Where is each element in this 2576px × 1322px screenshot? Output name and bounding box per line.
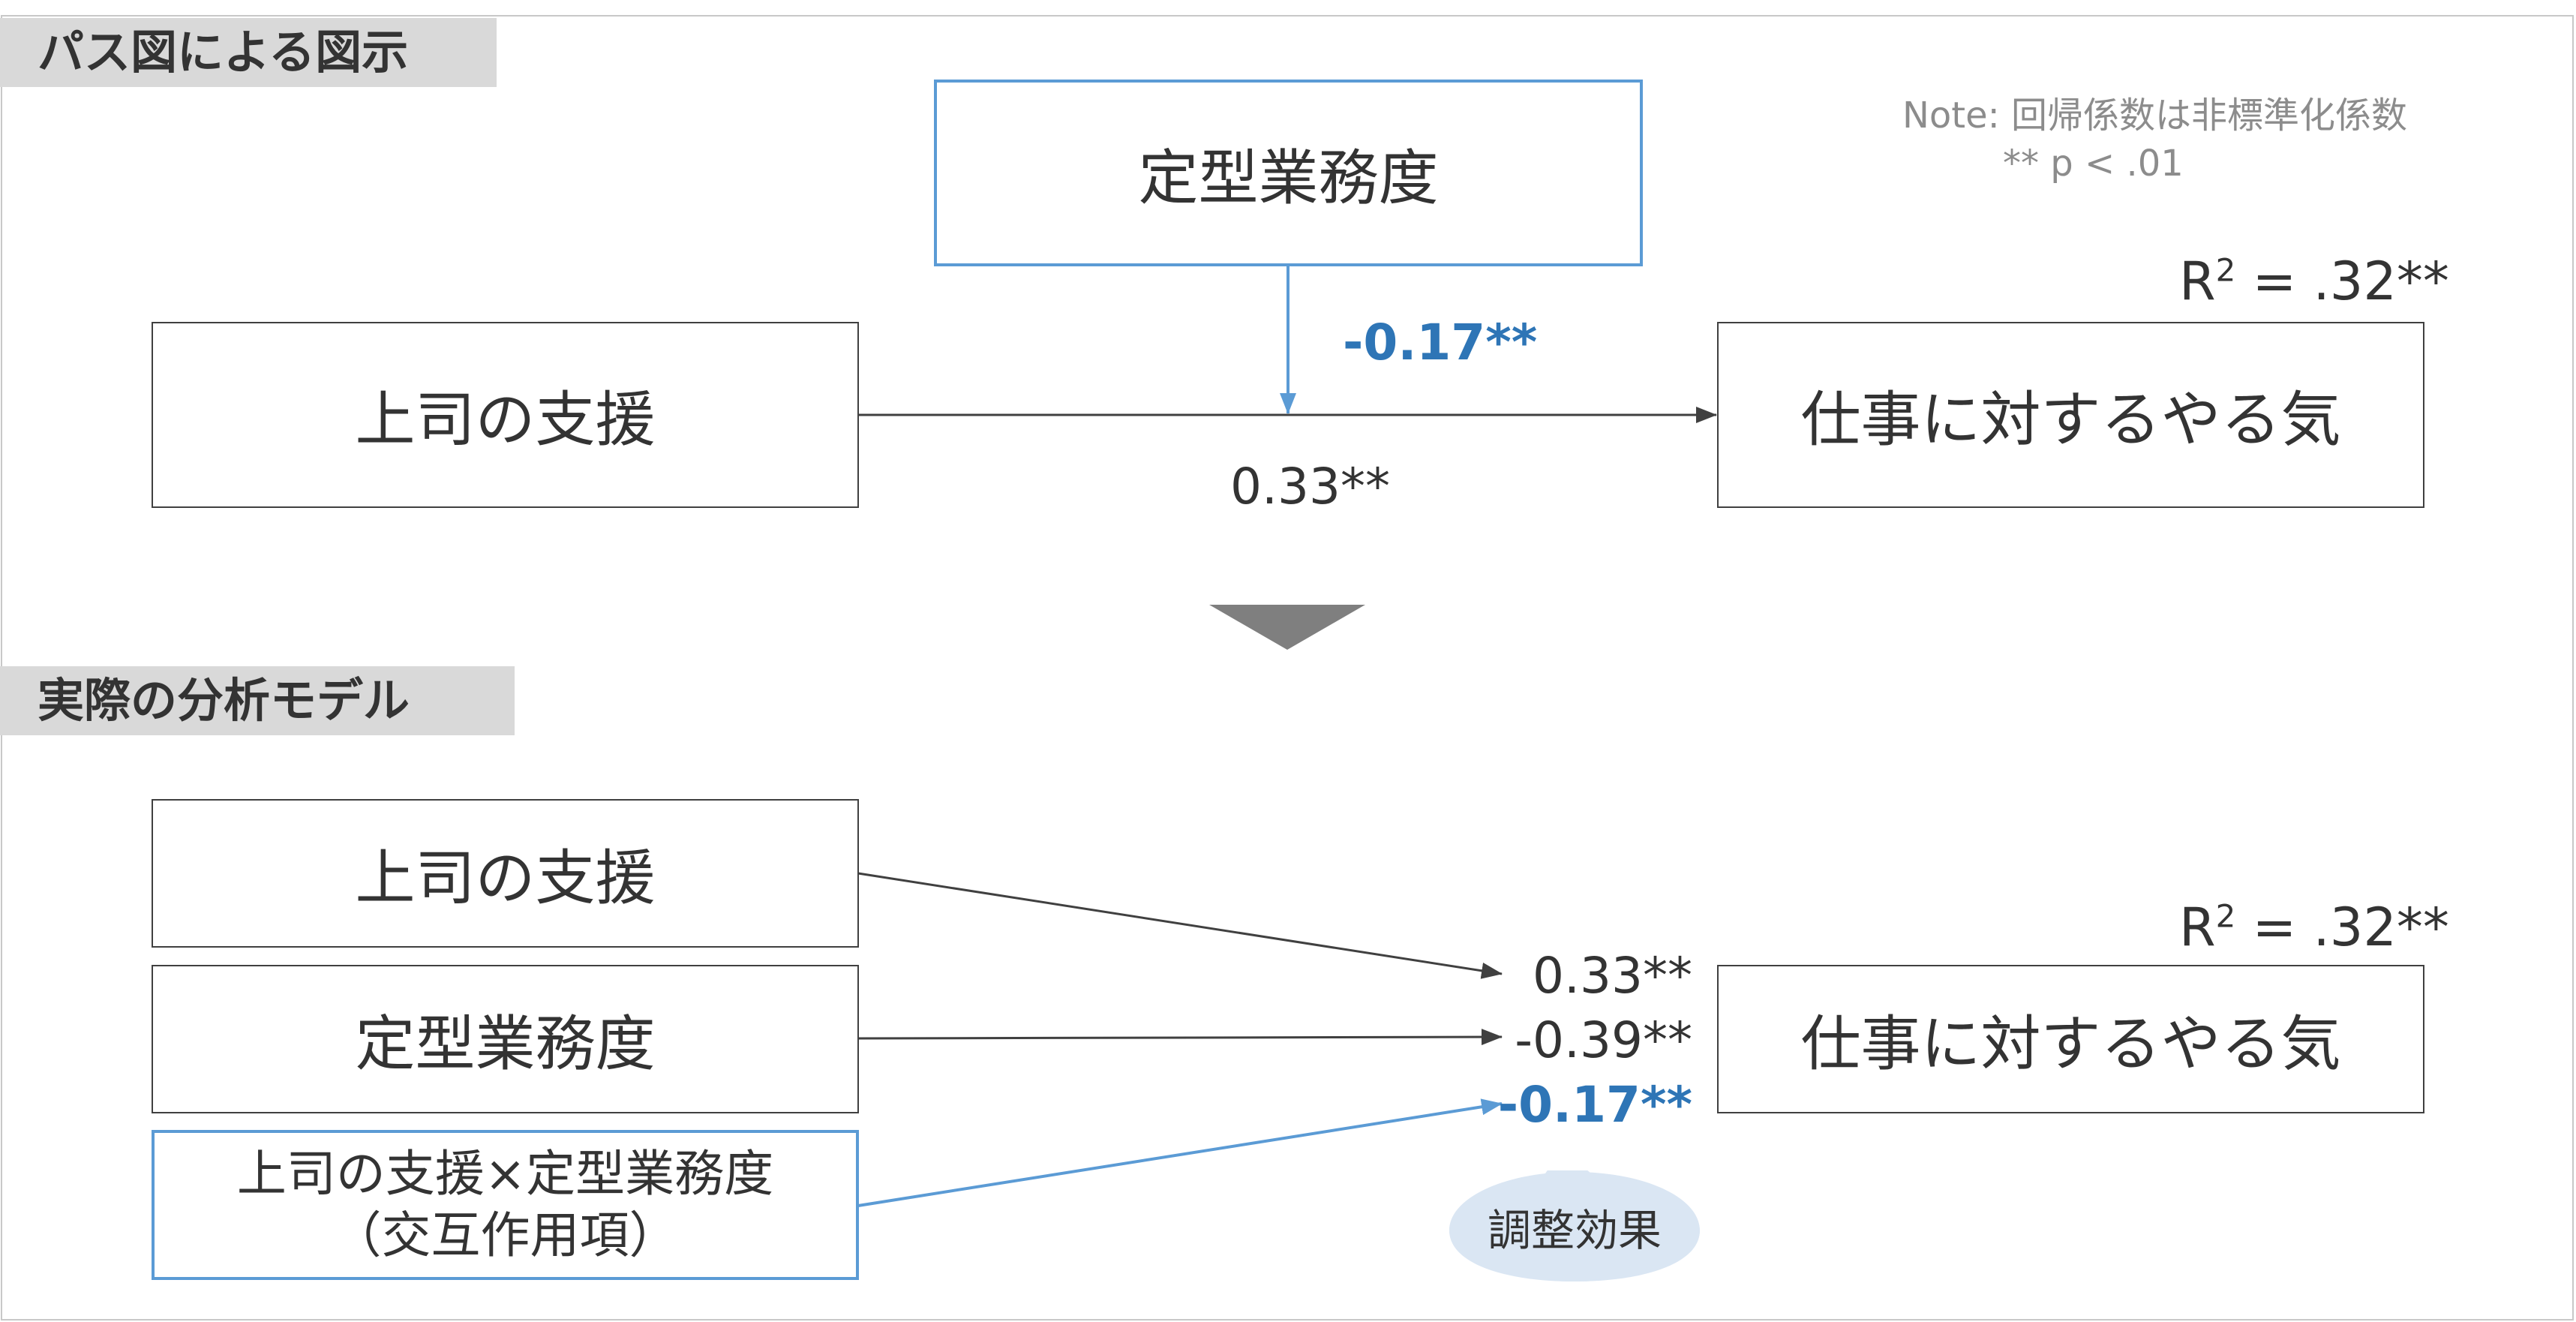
bottom-coef-3: -0.17**	[1497, 1076, 1692, 1134]
top-outcome-box: 仕事に対するやる気	[1717, 322, 2424, 508]
top-moderator-label: 定型業務度	[1138, 143, 1439, 213]
bottom-coef-1: 0.33**	[1533, 947, 1692, 1005]
top-moderation-coef: -0.17**	[1343, 314, 1538, 371]
bottom-predictor1-box: 上司の支援	[152, 799, 859, 948]
bottom-predictor2-label: 定型業務度	[355, 1009, 656, 1079]
bottom-interaction-line1: 上司の支援×定型業務度	[236, 1145, 774, 1203]
bottom-predictor2-box: 定型業務度	[152, 965, 859, 1113]
top-predictor-label: 上司の支援	[355, 385, 656, 455]
top-r2-prefix: R	[2179, 251, 2216, 312]
callout-bubble-shape	[1449, 1170, 1700, 1281]
bottom-predictor1-label: 上司の支援	[355, 843, 656, 913]
moderation-callout: 調整効果	[1448, 1170, 1701, 1283]
note-line1: Note: 回帰係数は非標準化係数	[1902, 95, 2408, 137]
note-line2: ** p < .01	[2003, 143, 2184, 185]
bottom-outcome-box: 仕事に対するやる気	[1717, 965, 2424, 1113]
top-moderator-box: 定型業務度	[934, 80, 1643, 266]
section1-label: パス図による図示	[0, 18, 497, 87]
bottom-interaction-line2: （交互作用項）	[332, 1206, 679, 1264]
bottom-coef-2: -0.39**	[1515, 1011, 1692, 1069]
bottom-r2-prefix: R	[2179, 897, 2216, 958]
bottom-arrow-1	[857, 872, 1503, 979]
bottom-interaction-box: 上司の支援×定型業務度 （交互作用項）	[152, 1130, 859, 1280]
bottom-r2-suffix: = .32**	[2235, 897, 2449, 958]
bottom-r2: R2 = .32**	[2179, 897, 2449, 958]
top-path-coef: 0.33**	[1230, 458, 1390, 515]
top-r2-suffix: = .32**	[2235, 251, 2449, 312]
bottom-r2-sup: 2	[2215, 897, 2236, 935]
top-r2-sup: 2	[2215, 251, 2236, 289]
top-predictor-box: 上司の支援	[152, 322, 859, 508]
bottom-arrow-3	[857, 1098, 1503, 1207]
section2-label: 実際の分析モデル	[0, 666, 515, 735]
bottom-outcome-label: 仕事に対するやる気	[1800, 1009, 2341, 1079]
top-r2: R2 = .32**	[2179, 251, 2449, 312]
top-outcome-label: 仕事に対するやる気	[1800, 385, 2341, 455]
callout-text: 調整効果	[1487, 1205, 1662, 1256]
down-triangle-icon	[1209, 605, 1365, 650]
bottom-arrow-2	[857, 1029, 1503, 1046]
